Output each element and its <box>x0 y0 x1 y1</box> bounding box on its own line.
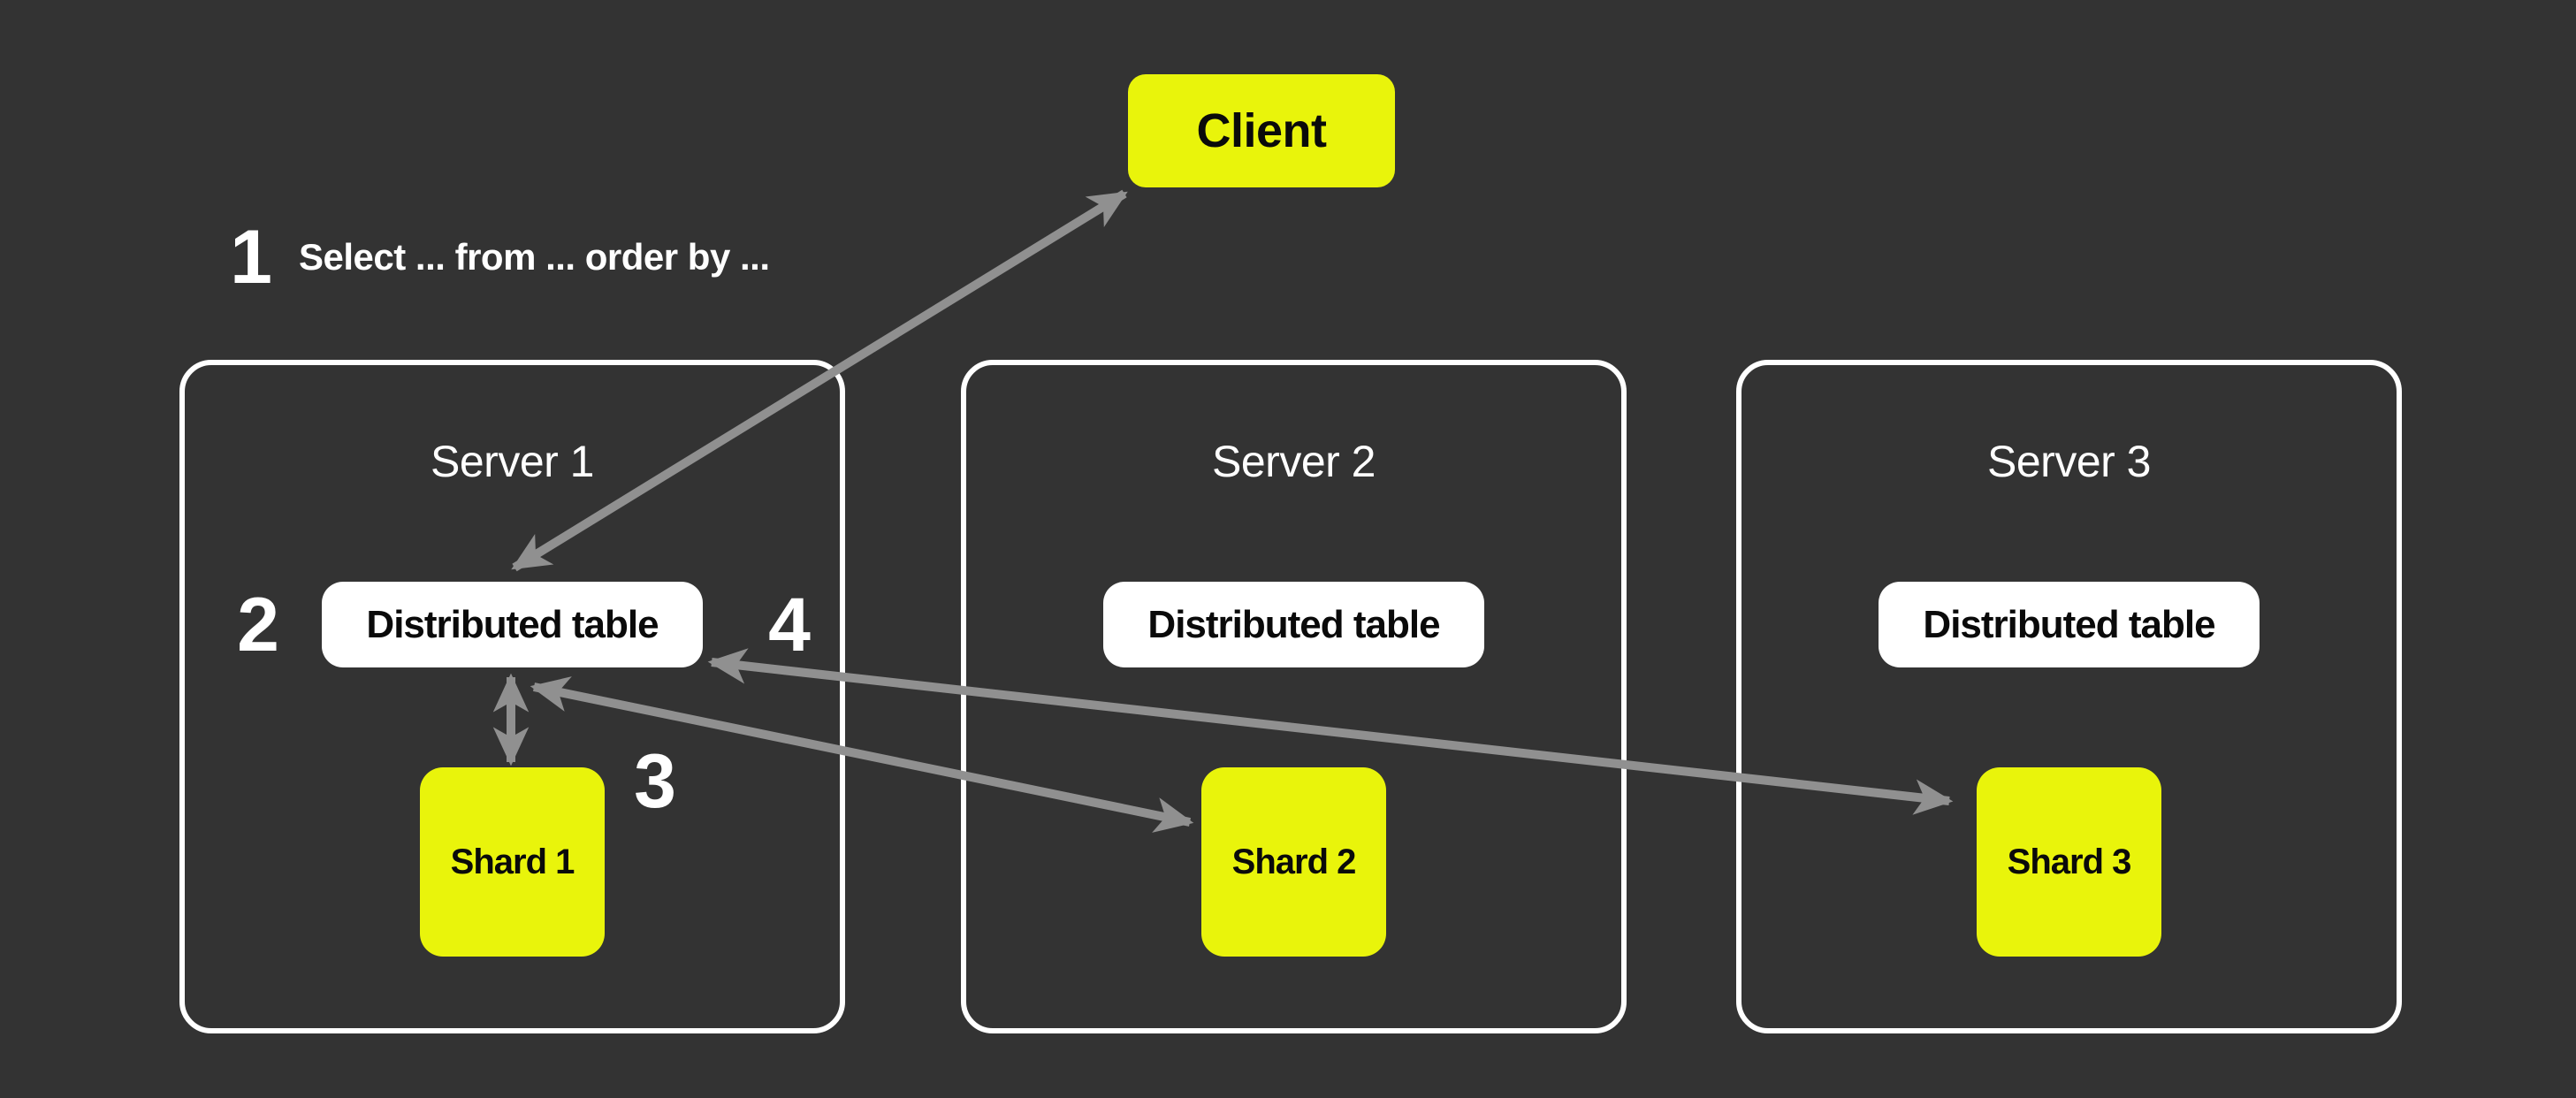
server-2-distributed-table: Distributed table <box>1103 582 1484 667</box>
server-3-distributed-table: Distributed table <box>1879 582 2260 667</box>
step-1-query-text: Select ... from ... order by ... <box>299 236 770 278</box>
step-3-number: 3 <box>634 739 676 824</box>
server-2-shard: Shard 2 <box>1201 767 1386 957</box>
server-3-shard: Shard 3 <box>1977 767 2161 957</box>
server-2-shard-label: Shard 2 <box>1231 842 1357 881</box>
server-3-box: Server 3 Distributed table Shard 3 <box>1736 360 2402 1033</box>
server-2-box: Server 2 Distributed table Shard 2 <box>961 360 1627 1033</box>
server-3-distributed-table-label: Distributed table <box>1923 602 2215 646</box>
server-3-title: Server 3 <box>1987 437 2151 486</box>
server-2-distributed-table-label: Distributed table <box>1147 602 1440 646</box>
server-1-distributed-table: Distributed table <box>322 582 703 667</box>
server-1-shard: Shard 1 <box>420 767 605 957</box>
client-node: Client <box>1128 74 1395 187</box>
server-1-distributed-table-label: Distributed table <box>366 602 659 646</box>
server-1-title: Server 1 <box>431 437 594 486</box>
step-4-number: 4 <box>768 583 811 667</box>
step-2-number: 2 <box>237 583 279 667</box>
server-1-box: Server 1 Distributed table Shard 1 <box>179 360 845 1033</box>
server-3-shard-label: Shard 3 <box>2007 842 2132 881</box>
client-label: Client <box>1196 104 1327 157</box>
server-1-shard-label: Shard 1 <box>450 842 575 881</box>
server-2-title: Server 2 <box>1212 437 1376 486</box>
step-1-number: 1 <box>230 215 272 300</box>
